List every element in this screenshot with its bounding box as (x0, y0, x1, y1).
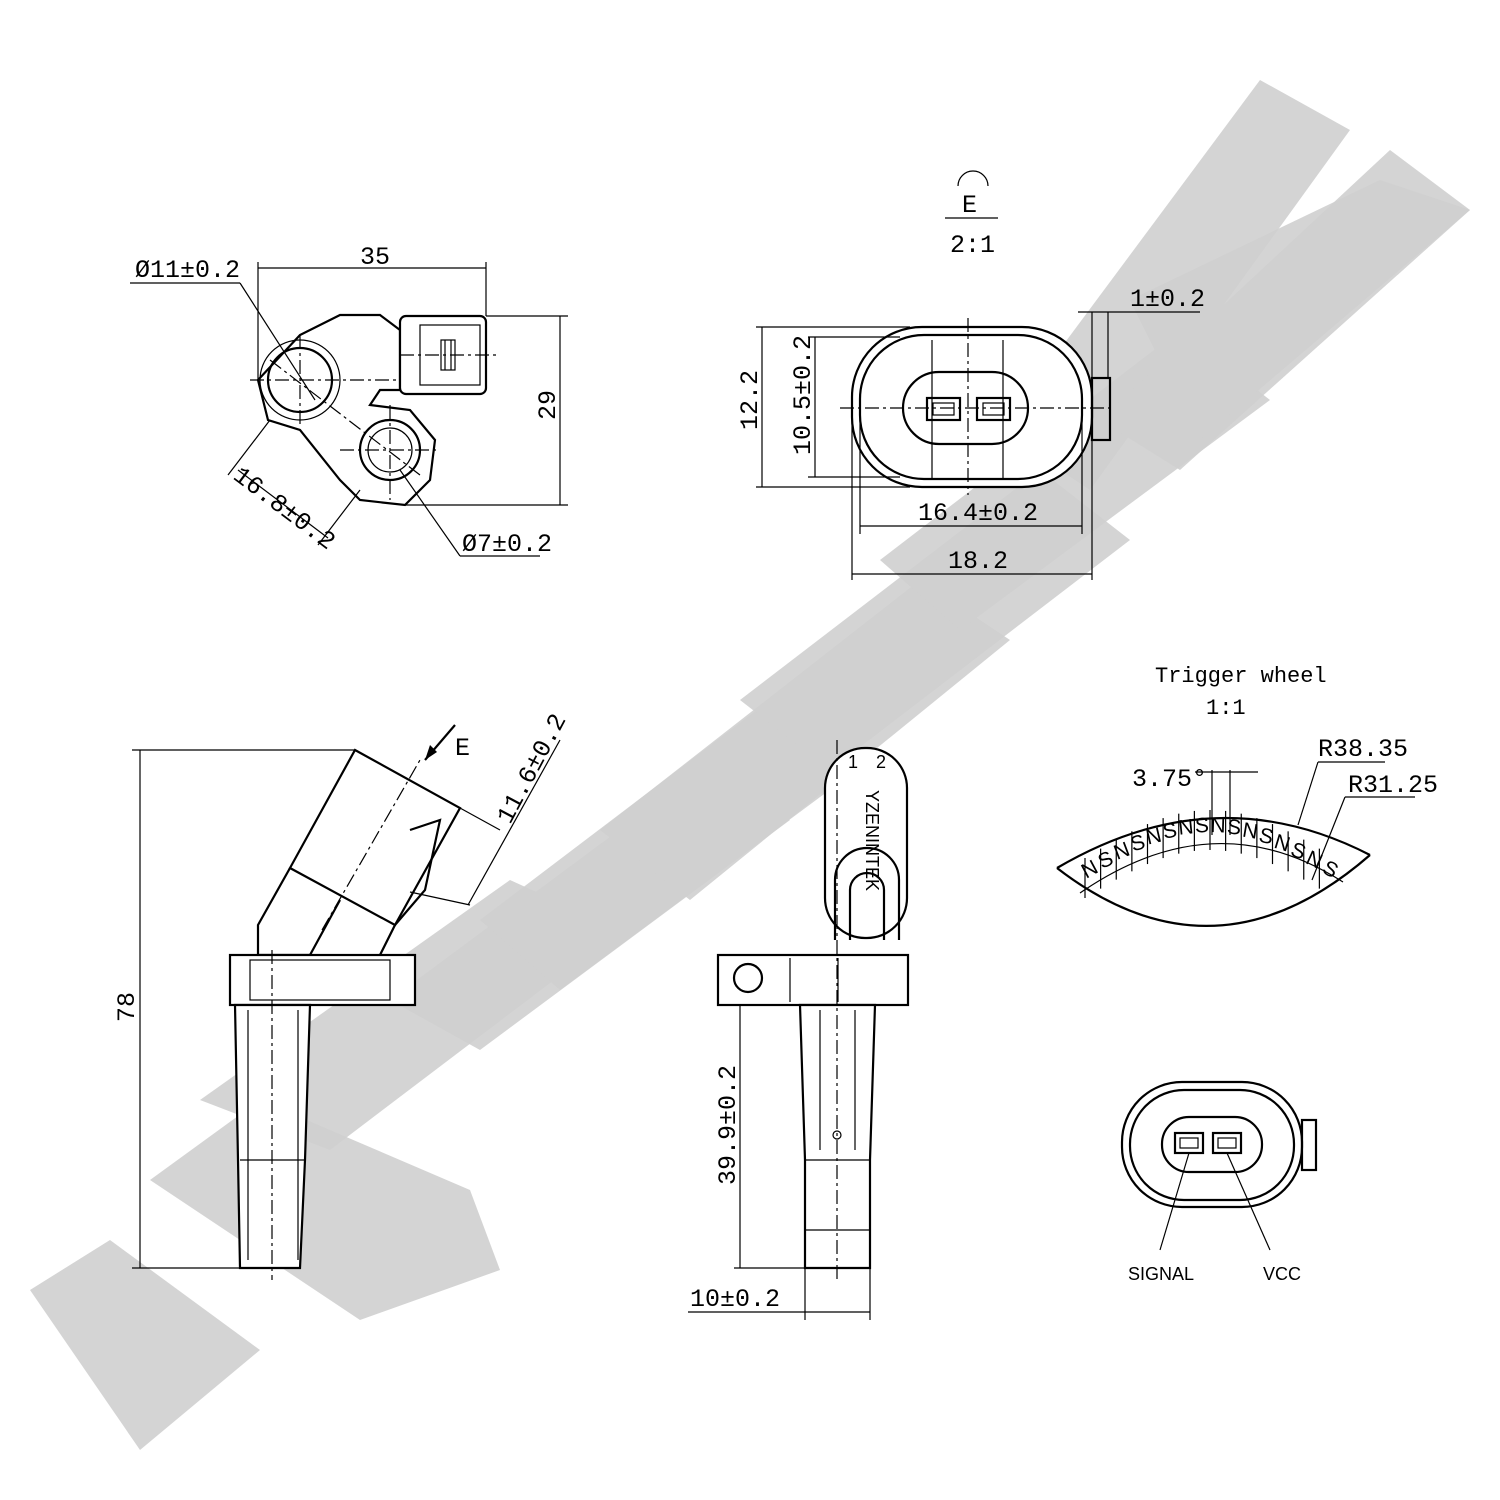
pole-11: N (1241, 819, 1260, 844)
dim-18-2: 18.2 (948, 547, 1008, 576)
trigger-wheel-title: Trigger wheel (1155, 664, 1327, 689)
top-view: 35 29 Ø11±0.2 Ø7±0.2 16.8±0.2 (130, 243, 568, 559)
pole-5: N (1144, 824, 1164, 850)
dim-35: 35 (360, 243, 390, 272)
dim-16-4: 16.4±0.2 (918, 499, 1038, 528)
pole-10: S (1226, 815, 1242, 839)
view-e-scale: 2:1 (950, 231, 995, 260)
pin-b (975, 396, 1012, 422)
front-connector-cap (823, 746, 909, 940)
dim-11-6: 11.6±0.2 (491, 709, 573, 829)
outer-radius-label: R38.35 (1318, 735, 1408, 764)
cap-mark-2: 2 (876, 752, 886, 772)
dim-bore-7: Ø7±0.2 (462, 530, 552, 559)
front-view: 1 2 YZENINTEK 39.9±0.2 10±0.2 (688, 740, 910, 1320)
pin-a (925, 396, 962, 422)
pole-6: S (1161, 819, 1179, 844)
dim-10-5: 10.5±0.2 (789, 335, 818, 455)
view-e-label: E (962, 191, 977, 220)
connector-outer-shell (850, 325, 1094, 489)
side-flange (228, 953, 417, 1007)
front-flange (716, 953, 910, 1007)
dim-78: 78 (113, 992, 142, 1022)
angle-label: 3.75° (1132, 765, 1207, 794)
side-view-e: E (455, 734, 470, 763)
dim-1: 1±0.2 (1130, 285, 1205, 314)
inner-radius-label: R31.25 (1348, 771, 1438, 800)
dim-12-2: 12.2 (736, 370, 765, 430)
cap-mark-1: 1 (848, 752, 858, 772)
pole-4: S (1128, 830, 1148, 856)
dim-29: 29 (534, 390, 563, 420)
dim-bore-11: Ø11±0.2 (135, 256, 240, 285)
pinout-view: SIGNAL VCC (1120, 1080, 1318, 1284)
top-body-outline (256, 313, 437, 507)
pole-8: S (1195, 814, 1210, 837)
pin-signal-label: SIGNAL (1128, 1264, 1194, 1284)
connector-view-e: E 2:1 1±0.2 12.2 10.5±0.2 16 (736, 170, 1205, 580)
pole-13: N (1272, 830, 1293, 856)
pin-vcc-label: VCC (1263, 1264, 1301, 1284)
body-marking: YZENINTEK (862, 790, 882, 891)
pole-12: S (1257, 824, 1276, 850)
dim-39-9: 39.9±0.2 (714, 1065, 743, 1185)
pole-7: N (1177, 815, 1194, 839)
dim-10: 10±0.2 (690, 1285, 780, 1314)
dim-16-8: 16.8±0.2 (227, 461, 340, 556)
wheel-inner-arc (1056, 854, 1371, 927)
pole-9: N (1210, 814, 1226, 837)
trigger-wheel-scale: 1:1 (1206, 696, 1246, 721)
